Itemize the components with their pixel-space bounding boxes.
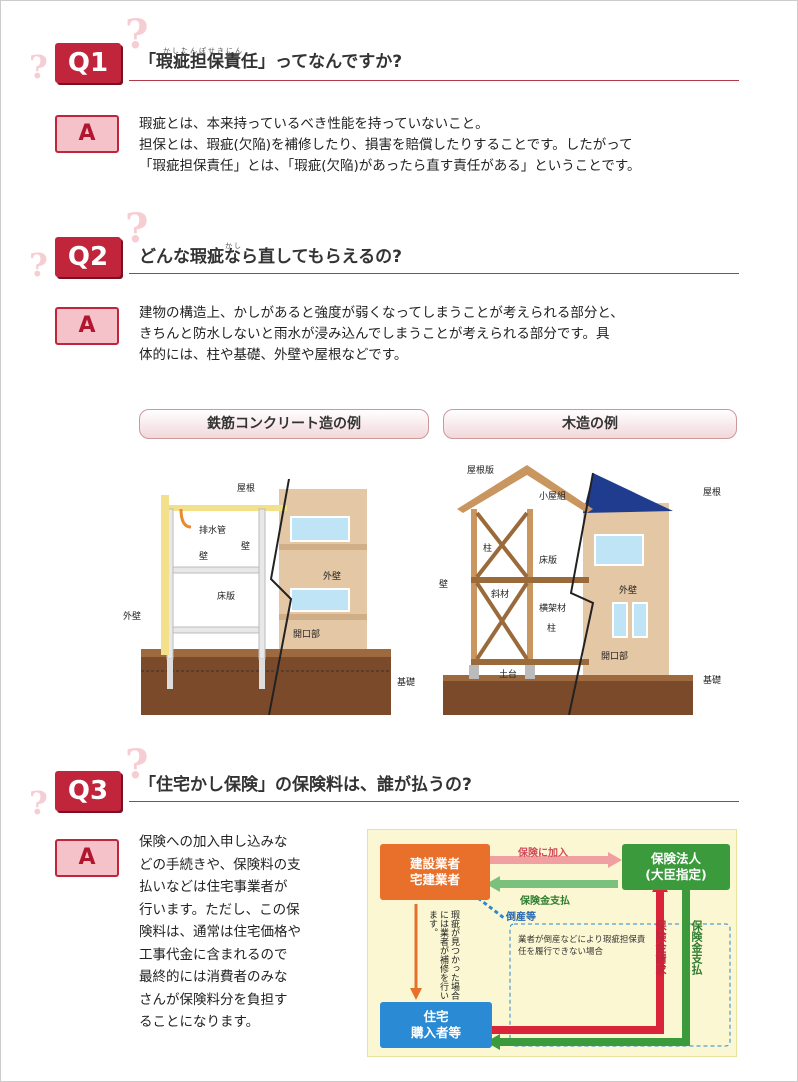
rc-label-roof: 屋根 <box>237 484 256 494</box>
q1-ruby: かしたんぽせきにん <box>163 47 244 55</box>
q2-answer-badge: A <box>55 307 119 345</box>
flow-payout-label: 保険金支払 <box>520 896 570 907</box>
q1-answer-badge: A <box>55 115 119 153</box>
q2-badge: Q2 <box>55 237 121 277</box>
rc-label-opening: 開口部 <box>293 630 321 640</box>
flow-claim-label: 保険金請求 <box>654 920 667 975</box>
question-mark-decoration: ? <box>29 48 48 86</box>
q1-badge: Q1 <box>55 43 121 83</box>
wood-label-attic: 小屋組 <box>539 492 567 502</box>
flow-payout2-label: 保険金支払 <box>690 920 703 975</box>
builder-node: 建設業者 宅建業者 <box>380 844 490 900</box>
q3-title: 「住宅かし保険」の保険料は、誰が払うの? <box>139 775 472 795</box>
question-mark-decoration: ? <box>29 784 48 822</box>
q2-underline <box>129 273 739 274</box>
rc-label-drain: 排水管 <box>199 526 227 536</box>
wood-label-floor: 床版 <box>539 556 558 566</box>
wood-example-caption: 木造の例 <box>443 409 737 439</box>
rc-label-exterior-wall: 外壁 <box>323 572 342 582</box>
buyer-node: 住宅 購入者等 <box>380 1002 492 1048</box>
wood-label-pillar: 柱 <box>483 544 493 554</box>
insurer-node: 保険法人 (大臣指定) <box>622 844 730 890</box>
wood-label-brace: 斜材 <box>491 590 510 600</box>
q3-badge: Q3 <box>55 771 121 811</box>
question-mark-decoration: ? <box>125 11 149 58</box>
flow-repair-note: 瑕疵が見つかった場合には業者が補修を行います。 <box>427 910 459 1000</box>
q1-answer-text: 瑕疵とは、本来持っているべき性能を持っていないこと。 担保とは、瑕疵(欠陥)を補… <box>139 116 641 174</box>
rc-label-foundation: 基礎 <box>397 678 416 688</box>
wood-label-foundation: 基礎 <box>703 676 722 686</box>
q2-answer-text: 建物の構造上、かしがあると強度が弱くなってしまうことが考えられる部分と、 きちん… <box>139 305 624 363</box>
q3-answer-text: 保険への加入申し込みな どの手続きや、保険料の支 払いなどは住宅事業者が 行いま… <box>139 834 301 1030</box>
q3-underline <box>129 801 739 802</box>
insurance-flow-diagram: 建設業者 宅建業者 保険法人 (大臣指定) 住宅 購入者等 保険に加入 保険金支… <box>367 829 737 1057</box>
rc-label-exterior-wall-left: 外壁 <box>123 612 142 622</box>
flow-bankrupt-note: 業者が倒産などにより瑕疵担保責任を履行できない場合 <box>518 935 646 957</box>
wood-label-exterior-wall: 外壁 <box>619 586 638 596</box>
wood-label-opening: 開口部 <box>601 652 629 662</box>
question-mark-decoration: ? <box>125 741 149 788</box>
rc-label-floor: 床版 <box>217 592 236 602</box>
wood-house-illustration: 屋根版 小屋組 屋根 柱 床版 壁 斜材 横架材 柱 外壁 開口部 土台 基礎 <box>439 453 721 716</box>
flow-join-label: 保険に加入 <box>518 848 568 859</box>
rc-house-illustration: 屋根 排水管 壁 壁 外壁 床版 開口部 外壁 基礎 <box>123 449 415 716</box>
q2-ruby: かし <box>225 242 243 250</box>
q1-title: かしたんぽせきにん 「瑕疵担保責任」ってなんですか? <box>139 47 402 74</box>
rc-label-wall2: 壁 <box>241 542 251 552</box>
wood-label-sill: 土台 <box>499 670 518 680</box>
q1-underline <box>129 80 739 81</box>
wood-label-roof: 屋根 <box>703 488 722 498</box>
wood-label-pillar2: 柱 <box>547 624 557 634</box>
q2-title: かし どんな瑕疵なら直してもらえるの? <box>139 242 402 269</box>
question-mark-decoration: ? <box>125 205 149 252</box>
rc-example-caption: 鉄筋コンクリート造の例 <box>139 409 429 439</box>
wood-label-roof-board: 屋根版 <box>467 466 495 476</box>
wood-label-wall: 壁 <box>439 580 449 590</box>
flow-bankrupt-label: 倒産等 <box>506 912 536 923</box>
question-mark-decoration: ? <box>29 246 48 284</box>
q3-answer-badge: A <box>55 839 119 877</box>
wood-label-frame: 横架材 <box>539 604 567 614</box>
rc-label-wall1: 壁 <box>199 552 209 562</box>
